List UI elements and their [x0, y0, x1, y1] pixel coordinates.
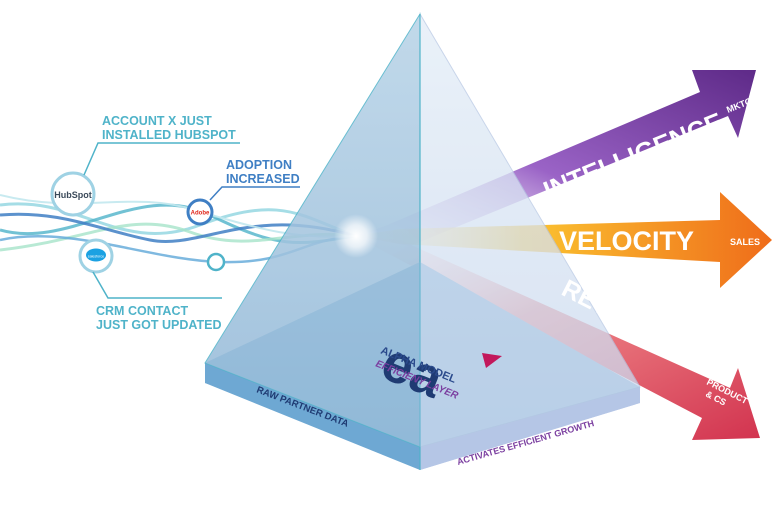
- callout-crm: CRM CONTACT JUST GOT UPDATED: [96, 304, 221, 332]
- velocity-label: VELOCITY: [559, 226, 694, 256]
- hubspot-node: HubSpot: [50, 171, 96, 217]
- callout-adoption: ADOPTION INCREASED: [226, 158, 300, 186]
- empty-node: [206, 252, 226, 272]
- hubspot-note-line2: INSTALLED HUBSPOT: [102, 128, 236, 142]
- salesforce-node: salesforce: [78, 238, 114, 274]
- crm-line2: JUST GOT UPDATED: [96, 318, 221, 332]
- salesforce-cloud-icon: [86, 248, 106, 262]
- adoption-line1: ADOPTION: [226, 158, 292, 172]
- hubspot-note-line1: ACCOUNT X JUST: [102, 114, 212, 128]
- adobe-node: Adobe: [186, 198, 214, 226]
- sales-tag: SALES: [730, 237, 760, 247]
- callout-hubspot: ACCOUNT X JUST INSTALLED HUBSPOT: [102, 114, 236, 142]
- arrow-velocity: [355, 192, 772, 288]
- light-glow: [334, 214, 378, 258]
- adobe-logo-text: Adobe: [191, 211, 210, 217]
- crm-line1: CRM CONTACT: [96, 304, 188, 318]
- logo-accent: [482, 353, 502, 368]
- hubspot-logo-text: HubSpot: [54, 190, 92, 200]
- adoption-line2: INCREASED: [226, 172, 300, 186]
- salesforce-logo-text: salesforce: [88, 255, 104, 259]
- prism: [204, 12, 641, 470]
- callout-lines: [83, 142, 300, 299]
